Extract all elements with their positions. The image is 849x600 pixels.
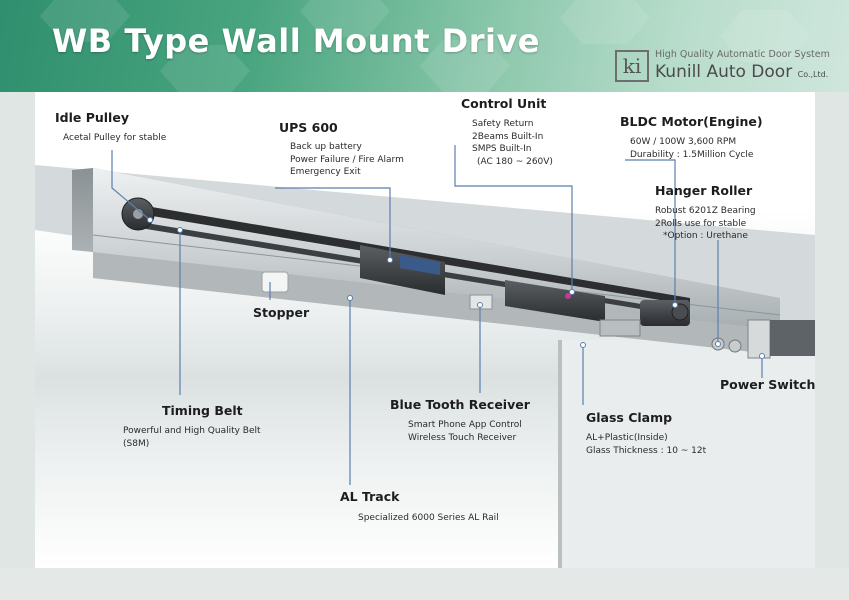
timing-belt xyxy=(140,205,690,305)
label-bldc-motor-desc: 60W / 100W 3,600 RPM Durability : 1.5Mil… xyxy=(630,136,753,161)
callout-control-unit xyxy=(454,145,573,292)
label-timing-belt-title: Timing Belt xyxy=(162,403,243,418)
callout-dot xyxy=(672,302,678,308)
callout-ups xyxy=(275,187,391,260)
label-al-track-desc: Specialized 6000 Series AL Rail xyxy=(358,512,499,525)
label-stopper-title: Stopper xyxy=(253,305,310,320)
ups-battery xyxy=(360,245,445,295)
desc-line: Acetal Pulley for stable xyxy=(63,133,167,143)
label-bldc-motor-title: BLDC Motor(Engine) xyxy=(620,114,763,129)
callout-dot xyxy=(759,353,765,359)
brand-name: Kunill xyxy=(655,62,702,82)
desc-line: Safety Return xyxy=(472,119,534,129)
label-glass-clamp-title: Glass Clamp xyxy=(586,410,673,425)
callout-dot xyxy=(580,342,586,348)
label-ups-title: UPS 600 xyxy=(279,120,338,135)
desc-line: 2Beams Built-In xyxy=(472,131,544,142)
label-idle-pulley-title: Idle Pulley xyxy=(55,110,129,125)
label-idle-pulley-desc: Acetal Pulley for stable xyxy=(63,132,166,145)
bottom-strip xyxy=(0,568,849,600)
label-bluetooth-desc: Smart Phone App Control Wireless Touch R… xyxy=(408,419,522,444)
control-unit-box xyxy=(505,280,605,322)
power-switch-part xyxy=(747,319,771,359)
control-led xyxy=(565,293,571,299)
desc-line: (S8M) xyxy=(123,438,150,449)
callout-dot xyxy=(569,289,575,295)
desc-line: Power Failure / Fire Alarm xyxy=(290,154,404,165)
glass-door-area xyxy=(560,340,815,568)
desc-line: (AC 180 ~ 260V) xyxy=(477,156,553,167)
desc-line: Robust 6201Z Bearing xyxy=(655,206,756,216)
label-hanger-roller-desc: Robust 6201Z Bearing 2Rolls use for stab… xyxy=(655,205,756,243)
callout-idle-pulley xyxy=(111,150,151,221)
callout-dot xyxy=(147,217,153,223)
label-timing-belt-desc: Powerful and High Quality Belt (S8M) xyxy=(123,425,261,450)
desc-line: Durability : 1.5Million Cycle xyxy=(630,149,754,160)
callout-dot xyxy=(477,302,483,308)
callout-dot xyxy=(387,257,393,263)
label-glass-clamp-desc: AL+Plastic(Inside) Glass Thickness : 10 … xyxy=(586,432,706,457)
label-ups-desc: Back up battery Power Failure / Fire Ala… xyxy=(290,141,404,179)
callout-dot xyxy=(347,295,353,301)
label-al-track-title: AL Track xyxy=(340,489,400,504)
glass-clamp-part xyxy=(599,319,641,337)
company-logo: ki xyxy=(615,50,649,82)
label-bluetooth-title: Blue Tooth Receiver xyxy=(390,397,530,412)
callout-lines xyxy=(111,145,763,485)
label-hanger-roller-title: Hanger Roller xyxy=(655,183,753,198)
motor-pulley xyxy=(671,303,689,321)
label-control-unit-title: Control Unit xyxy=(461,96,547,111)
brand-suffix: Co.,Ltd. xyxy=(797,70,829,79)
desc-line: 2Rolls use for stable xyxy=(655,218,747,229)
callout-dot xyxy=(715,341,721,347)
label-control-unit-desc: Safety Return 2Beams Built-In SMPS Built… xyxy=(472,118,553,168)
brand-sub: Auto Door xyxy=(706,62,793,82)
page-title: WB Type Wall Mount Drive xyxy=(52,22,540,60)
desc-line: *Option : Urethane xyxy=(663,231,748,241)
desc-line: Glass Thickness : 10 ~ 12t xyxy=(586,445,707,456)
desc-line: Wireless Touch Receiver xyxy=(408,432,517,443)
desc-line: Back up battery xyxy=(290,142,362,152)
desc-line: 60W / 100W 3,600 RPM xyxy=(630,137,737,147)
desc-line: AL+Plastic(Inside) xyxy=(586,433,668,443)
hanger-roller-wheel xyxy=(728,339,742,353)
company-tagline: High Quality Automatic Door System xyxy=(655,49,830,60)
callout-dots xyxy=(147,217,765,359)
callout-motor xyxy=(625,159,676,305)
desc-line: Specialized 6000 Series AL Rail xyxy=(358,513,499,523)
callout-dot xyxy=(177,227,183,233)
stopper-part xyxy=(261,271,289,293)
ups-label xyxy=(400,255,440,275)
header-banner: WB Type Wall Mount Drive ki High Quality… xyxy=(0,0,849,92)
desc-line: SMPS Built-In xyxy=(472,144,532,154)
wall-bracket xyxy=(770,320,815,356)
desc-line: Emergency Exit xyxy=(290,167,361,177)
desc-line: Smart Phone App Control xyxy=(408,420,522,430)
company-name: Kunill Auto Door Co.,Ltd. xyxy=(655,62,828,82)
bluetooth-module xyxy=(469,294,493,310)
label-power-switch-title: Power Switch xyxy=(720,377,816,392)
desc-line: Powerful and High Quality Belt xyxy=(123,426,261,436)
